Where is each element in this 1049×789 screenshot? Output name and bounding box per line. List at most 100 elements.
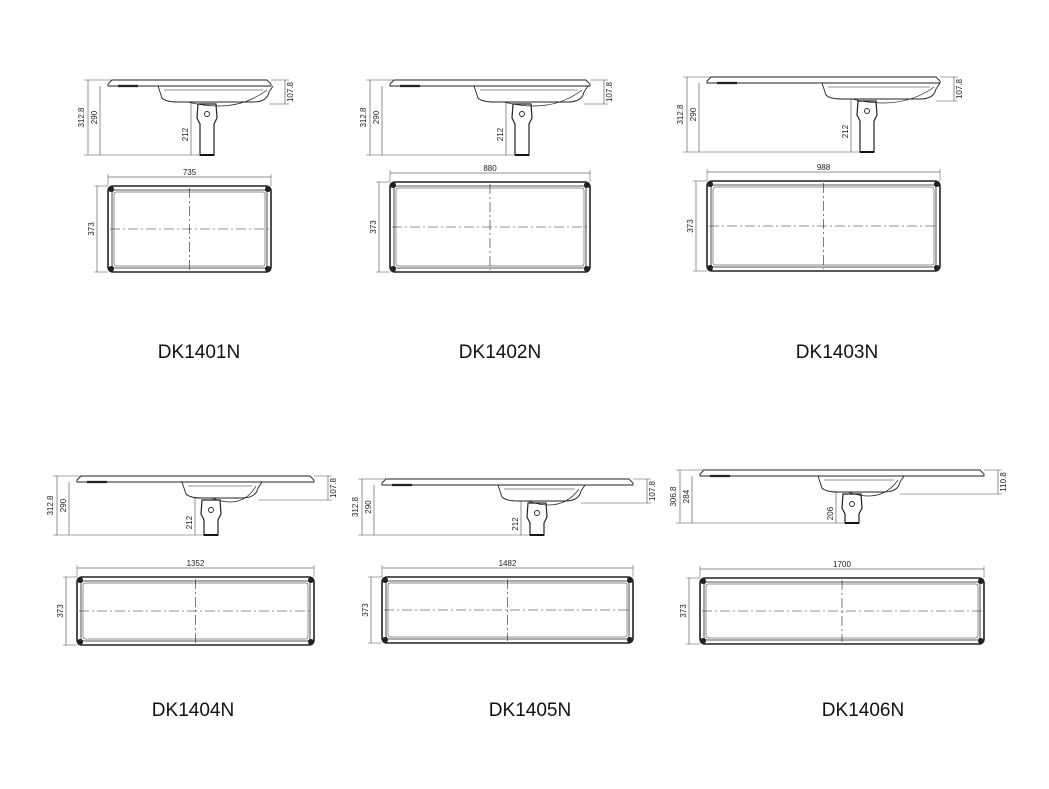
plan-outer-edge [381, 576, 634, 644]
dim-bowl-depth-text: 107.8 [286, 81, 295, 102]
dim-width-text: 880 [483, 164, 497, 173]
dim-depth-text: 373 [361, 603, 370, 617]
corner-clip-3 [265, 266, 271, 272]
dim-depth-text: 373 [679, 604, 688, 618]
side-elevation-view: 312.8 290 212 107.8 [351, 478, 657, 536]
corner-clip-2 [77, 639, 83, 645]
side-elevation-view: 312.8 290 212 107.8 [359, 79, 614, 156]
corner-clip-0 [707, 181, 713, 187]
support-bracket [841, 493, 863, 524]
plan-outer-edge [699, 577, 985, 645]
product-dk1401n: 312.8 290 212 107.8 735 373 [77, 79, 295, 273]
dim-bracket-height-text: 212 [185, 515, 194, 529]
bracket-bolt [204, 111, 210, 117]
plan-outer-edge [76, 576, 315, 646]
dim-bracket-height-text: 212 [496, 127, 505, 141]
dim-bowl-depth-text: 107.8 [605, 81, 614, 102]
bracket-bolt [519, 111, 525, 117]
dim-body-height-text: 284 [682, 489, 691, 503]
corner-clip-3 [978, 638, 984, 644]
dim-bowl-depth-text: 107.8 [329, 477, 338, 498]
bowl-profile [817, 475, 905, 493]
corner-clip-2 [390, 266, 396, 272]
dim-bracket-height-text: 212 [841, 124, 850, 138]
corner-clip-2 [382, 637, 388, 643]
bracket-bolt [864, 108, 870, 114]
plan-outer-edge [389, 181, 591, 273]
plan-outer-edge [107, 185, 272, 273]
dim-total-height-text: 312.8 [77, 107, 86, 128]
corner-clip-0 [700, 578, 706, 584]
support-bracket [526, 502, 548, 536]
support-bracket [200, 499, 222, 536]
dim-total-height-text: 306.8 [669, 486, 678, 507]
side-elevation-view: 312.8 290 212 107.8 [77, 79, 295, 156]
corner-clip-1 [308, 577, 314, 583]
deck-outline [699, 469, 985, 477]
plan-view: 735 373 [87, 168, 272, 273]
dim-width-text: 988 [817, 163, 831, 172]
dim-width-text: 1700 [833, 560, 851, 569]
model-label-dk1402n: DK1402N [458, 342, 542, 363]
model-label-dk1404n: DK1404N [151, 700, 235, 721]
corner-clip-1 [627, 577, 633, 583]
corner-clip-0 [382, 577, 388, 583]
dim-bracket-height-text: 206 [826, 506, 835, 520]
dim-bracket-height-text: 212 [181, 127, 190, 141]
corner-clip-2 [108, 266, 114, 272]
dim-body-height-text: 290 [372, 110, 381, 124]
dim-depth-text: 373 [87, 222, 96, 236]
dim-body-height-text: 290 [364, 500, 373, 514]
bowl-profile [497, 484, 586, 502]
deck-outline [706, 76, 941, 84]
dim-width-text: 735 [183, 168, 197, 177]
corner-clip-2 [700, 638, 706, 644]
dim-body-height-text: 290 [90, 110, 99, 124]
corner-clip-3 [584, 266, 590, 272]
dim-total-height-text: 312.8 [46, 495, 55, 516]
plan-view: 1700 373 [679, 560, 985, 645]
bowl-profile [181, 481, 263, 499]
bowl-profile [821, 82, 941, 100]
bowl-profile [473, 85, 589, 103]
dim-total-height-text: 312.8 [359, 107, 368, 128]
corner-clip-0 [390, 182, 396, 188]
product-dk1405n: 312.8 290 212 107.8 1482 373 [351, 478, 657, 644]
deck-outline [381, 478, 634, 486]
corner-clip-0 [77, 577, 83, 583]
product-dk1406n: 306.8 284 206 110.8 1700 373 [669, 469, 1008, 645]
corner-clip-1 [584, 182, 590, 188]
dim-total-height-text: 312.8 [351, 496, 360, 517]
corner-clip-2 [707, 265, 713, 271]
dim-body-height-text: 290 [59, 498, 68, 512]
deck-outline [76, 475, 315, 483]
plan-outer-edge [706, 180, 941, 272]
dim-bracket-height-text: 212 [511, 517, 520, 531]
plan-view: 1482 373 [361, 559, 634, 644]
dim-width-text: 1482 [499, 559, 517, 568]
model-label-dk1403n: DK1403N [795, 342, 879, 363]
drain-hose [187, 89, 268, 107]
model-label-dk1405n: DK1405N [488, 700, 572, 721]
dim-width-text: 1352 [187, 559, 205, 568]
dim-bowl-depth-text: 110.8 [999, 472, 1008, 492]
dim-total-height-text: 312.8 [676, 104, 685, 125]
corner-clip-3 [627, 637, 633, 643]
model-label-dk1406n: DK1406N [821, 700, 905, 721]
corner-clip-1 [978, 578, 984, 584]
corner-clip-0 [108, 186, 114, 192]
bracket-bolt [208, 507, 214, 513]
bowl-profile [157, 85, 274, 103]
dim-bowl-depth-text: 107.8 [648, 480, 657, 501]
corner-clip-3 [308, 639, 314, 645]
corner-clip-1 [934, 181, 940, 187]
corner-clip-3 [934, 265, 940, 271]
dim-body-height-text: 290 [689, 107, 698, 121]
